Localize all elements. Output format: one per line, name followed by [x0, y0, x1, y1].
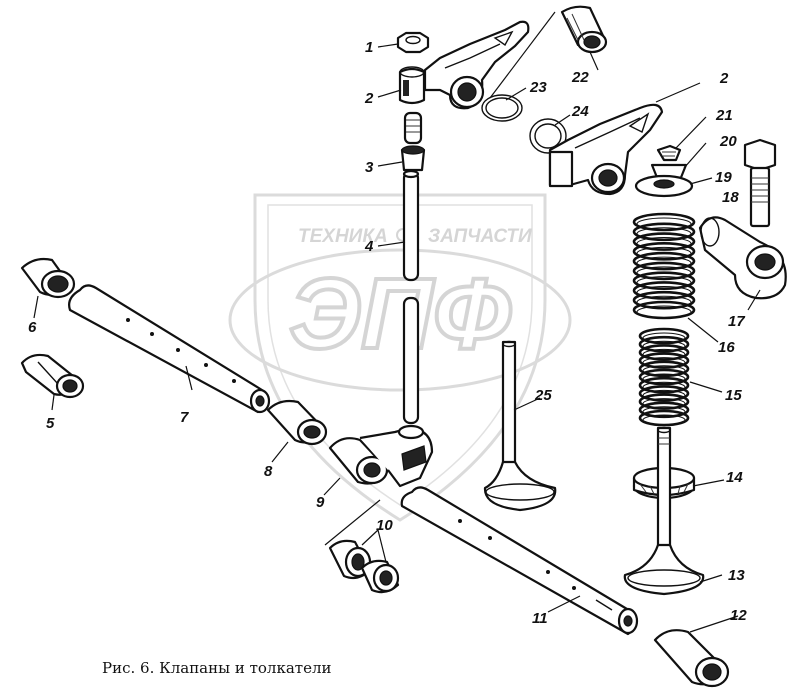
spring-coil-inner: [636, 246, 692, 260]
spring-coil-inner: [636, 256, 692, 270]
part-2-adjusting-screw-upper: [398, 66, 426, 105]
label-18: 18: [722, 189, 739, 206]
label-22: 22: [571, 69, 589, 86]
label-2-right: 2: [719, 70, 729, 87]
label-6: 6: [28, 319, 37, 336]
part-21-cracker: [656, 144, 682, 162]
label-19: 19: [715, 169, 732, 186]
spring-coil-inner: [642, 389, 686, 401]
part-1-nut: [396, 31, 430, 54]
part-15-inner-spring: [638, 327, 690, 427]
spring-coil-inner: [636, 237, 692, 251]
watermark-text-right: ЗАПЧАСТИ: [428, 226, 532, 247]
label-21: 21: [715, 107, 733, 124]
label-24: 24: [571, 103, 589, 120]
label-11: 11: [532, 610, 548, 627]
spring-coil-inner: [636, 305, 692, 319]
spring-coil-inner: [636, 227, 692, 241]
part-17-bracket: [698, 216, 787, 300]
spring-coil-inner: [642, 406, 686, 418]
rocker-arm-right: [548, 103, 664, 196]
label-20: 20: [719, 133, 737, 150]
spring-coil-inner: [642, 373, 686, 385]
spring-coil-inner: [636, 266, 692, 280]
part-3-ball-stud: [400, 111, 426, 172]
spring-coil-inner: [642, 398, 686, 410]
part-23-snap-ring: [481, 11, 556, 122]
spring-coil-inner: [642, 365, 686, 377]
label-25: 25: [534, 387, 552, 404]
label-4: 4: [364, 238, 374, 255]
part-13-valve: [623, 426, 705, 596]
label-23: 23: [529, 79, 547, 96]
watermark-logo: ЭПФ: [289, 258, 511, 370]
part-9-tappet: [328, 424, 434, 488]
rocker-arm-upper: [423, 20, 530, 110]
watermark-text-left: ТЕХНИКА: [298, 226, 388, 247]
spring-coil-inner: [636, 217, 692, 231]
spring-coil-inner: [642, 357, 686, 369]
spring-coil-inner: [642, 381, 686, 393]
label-10: 10: [376, 517, 393, 534]
label-14: 14: [726, 469, 743, 486]
part-6-bushing: [20, 257, 76, 299]
label-8: 8: [264, 463, 273, 480]
label-3: 3: [365, 159, 374, 176]
part-22-bushing: [560, 5, 608, 54]
label-12: 12: [730, 607, 747, 624]
label-16: 16: [718, 339, 735, 356]
part-16-outer-spring: [632, 212, 696, 320]
label-9: 9: [316, 494, 325, 511]
leader-lines: [33, 43, 761, 633]
part-8-spacer: [266, 399, 328, 446]
spring-coil-inner: [642, 332, 686, 344]
watermark: ТЕХНИКА ЗАПЧАСТИ ЭПФ: [228, 193, 572, 522]
label-2-upper: 2: [364, 90, 374, 107]
label-17: 17: [728, 313, 745, 330]
spring-coil-inner: [636, 276, 692, 290]
spring-coil-inner: [636, 285, 692, 299]
figure-caption: Рис. 6. Клапаны и толкатели: [102, 659, 332, 677]
label-5: 5: [46, 415, 55, 432]
spring-coil-inner: [636, 295, 692, 309]
part-4-push-rod: [402, 169, 420, 425]
label-1: 1: [365, 39, 373, 56]
part-19-plate: [634, 174, 694, 198]
part-10-bushings: [328, 539, 400, 594]
spring-coil-inner: [642, 348, 686, 360]
label-13: 13: [728, 567, 745, 584]
part-12-bushing: [653, 629, 730, 688]
part-25-valve: [483, 340, 557, 512]
part-7-rocker-shaft: [68, 284, 271, 414]
label-7: 7: [180, 409, 189, 426]
part-5-spacer: [20, 353, 85, 399]
part-24-washer: [529, 118, 567, 154]
spring-coil-inner: [642, 340, 686, 352]
spring-coil-inner: [642, 414, 686, 426]
part-18-bolt: [743, 138, 777, 228]
label-15: 15: [725, 387, 742, 404]
part-labels: 1 2 2 3 4 5 6 7 8 9 10 11 12 13 14 15 16…: [28, 39, 747, 627]
